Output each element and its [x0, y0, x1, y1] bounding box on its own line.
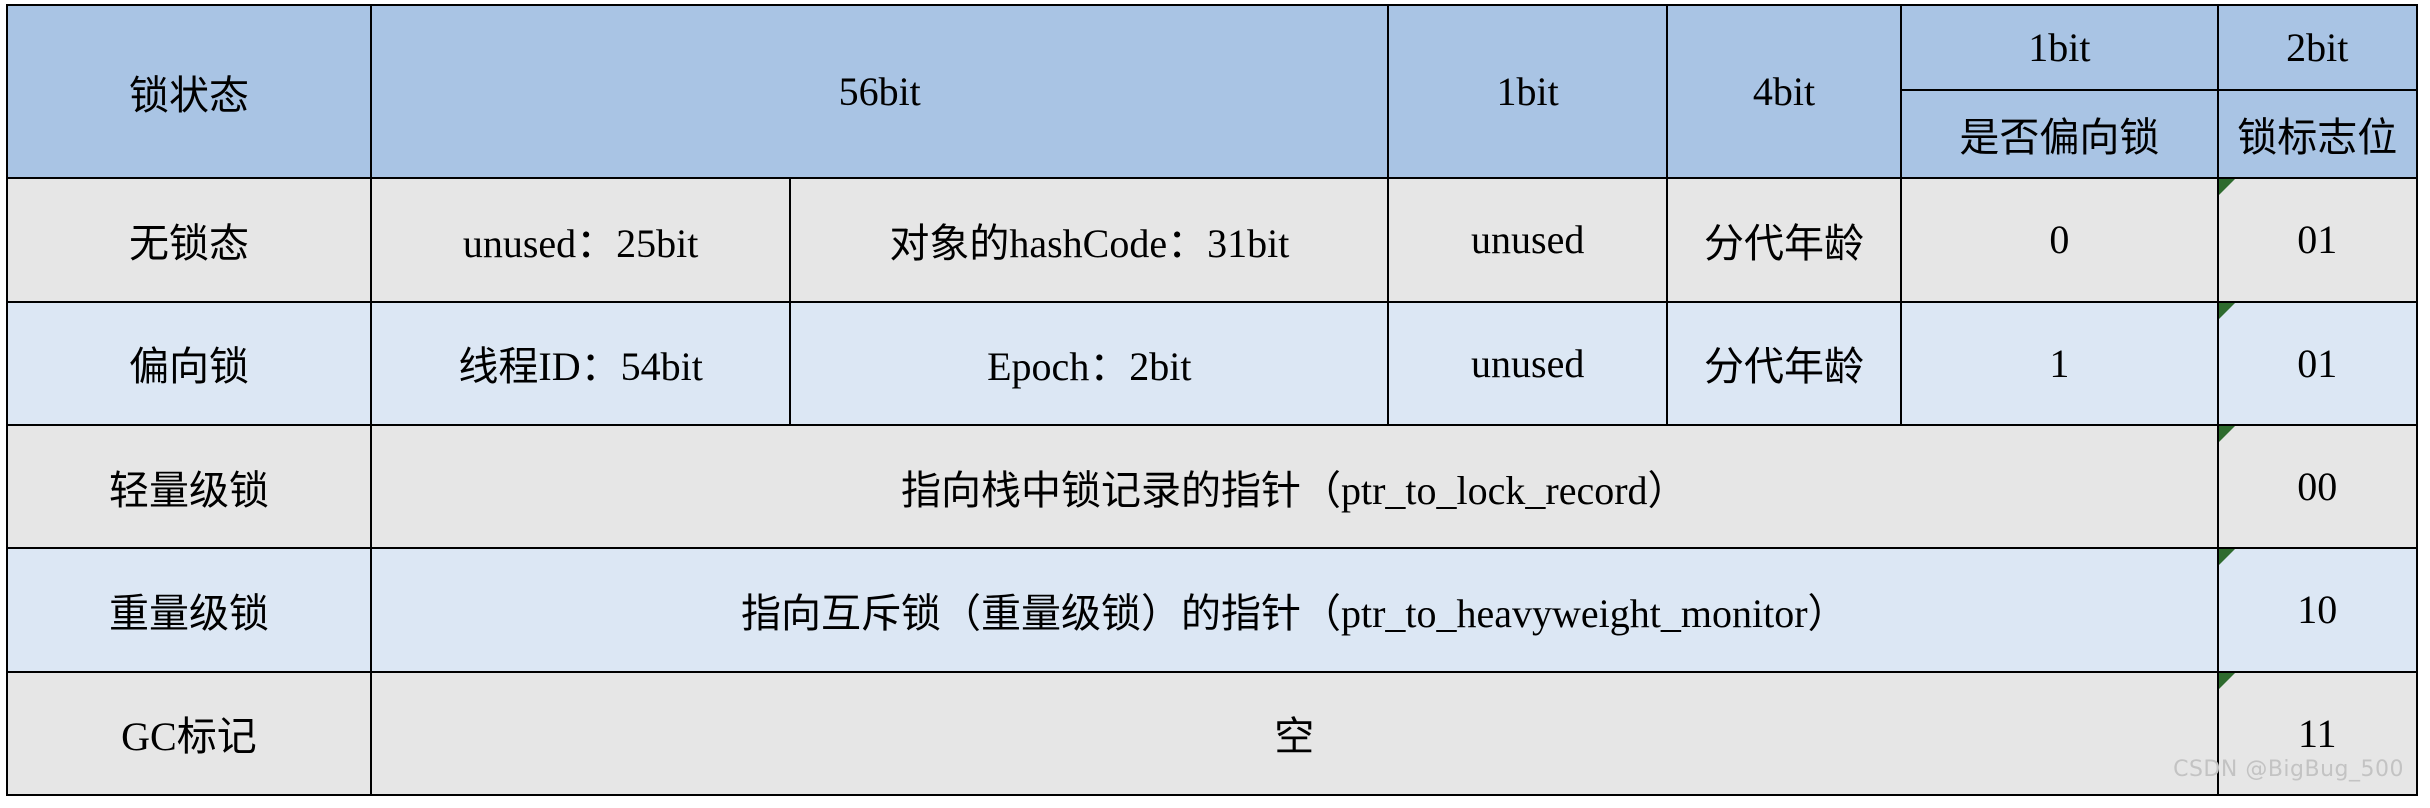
- spreadsheet-canvas: 锁状态 56bit 1bit 4bit 1bit 2bit 是否偏向锁 锁标志位…: [0, 3, 2430, 808]
- cell-is-biased: 0: [1900, 177, 2219, 303]
- comment-marker-icon: [2219, 550, 2235, 566]
- cell-lock-state: GC标记: [6, 670, 372, 797]
- header-cell-56bit: 56bit: [369, 3, 1390, 180]
- comment-marker-icon: [2219, 180, 2235, 196]
- cell-field-b: 对象的hashCode：31bit: [789, 177, 1390, 303]
- table-row: 重量级锁 指向互斥锁（重量级锁）的指针（ptr_to_heavyweight_m…: [6, 547, 2419, 673]
- header-cell-flag-bits: 2bit: [2216, 3, 2419, 92]
- comment-marker-icon: [2219, 426, 2235, 442]
- cell-lock-flag: 01: [2216, 300, 2419, 426]
- header-cell-biased-bits: 1bit: [1900, 3, 2219, 92]
- cell-lock-flag-value: 01: [2297, 217, 2338, 263]
- cell-lock-flag: 00: [2216, 423, 2419, 550]
- cell-lock-flag-value: 11: [2298, 710, 2337, 756]
- cell-lock-state: 轻量级锁: [6, 423, 372, 550]
- comment-marker-icon: [2219, 673, 2235, 689]
- cell-merged-description: 指向互斥锁（重量级锁）的指针（ptr_to_heavyweight_monito…: [369, 547, 2219, 673]
- cell-lock-flag-value: 00: [2297, 464, 2338, 510]
- header-cell-lock-state: 锁状态: [6, 3, 372, 180]
- csdn-watermark: CSDN @BigBug_500: [2173, 757, 2404, 782]
- header-cell-1bit: 1bit: [1387, 3, 1668, 180]
- cell-lock-flag: 10: [2216, 547, 2419, 673]
- header-cell-4bit: 4bit: [1665, 3, 1903, 180]
- cell-lock-flag-value: 10: [2297, 587, 2338, 633]
- table-row: GC标记 空 11: [6, 670, 2419, 797]
- cell-lock-state: 偏向锁: [6, 300, 372, 426]
- cell-one-bit: unused: [1387, 300, 1668, 426]
- table-row: 轻量级锁 指向栈中锁记录的指针（ptr_to_lock_record） 00: [6, 423, 2419, 550]
- header-cell-lock-flag: 锁标志位: [2216, 89, 2419, 180]
- cell-lock-flag: 01: [2216, 177, 2419, 303]
- object-header-lock-state-table: 锁状态 56bit 1bit 4bit 1bit 2bit 是否偏向锁 锁标志位…: [6, 3, 2419, 797]
- cell-field-a: 线程ID：54bit: [369, 300, 792, 426]
- cell-field-a: unused：25bit: [369, 177, 792, 303]
- cell-merged-description: 指向栈中锁记录的指针（ptr_to_lock_record）: [369, 423, 2219, 550]
- comment-marker-icon: [2219, 303, 2235, 319]
- cell-lock-flag-value: 01: [2297, 340, 2338, 386]
- table-row: 无锁态 unused：25bit 对象的hashCode：31bit unuse…: [6, 177, 2419, 303]
- cell-merged-description: 空: [369, 670, 2219, 797]
- table-header-row-primary: 锁状态 56bit 1bit 4bit 1bit 2bit: [6, 3, 2419, 180]
- cell-one-bit: unused: [1387, 177, 1668, 303]
- header-cell-is-biased-lock: 是否偏向锁: [1900, 89, 2219, 180]
- table-row: 偏向锁 线程ID：54bit Epoch：2bit unused 分代年龄 1 …: [6, 300, 2419, 426]
- cell-lock-state: 重量级锁: [6, 547, 372, 673]
- cell-four-bit: 分代年龄: [1665, 177, 1903, 303]
- cell-lock-flag: 11: [2216, 670, 2419, 797]
- cell-four-bit: 分代年龄: [1665, 300, 1903, 426]
- cell-is-biased: 1: [1900, 300, 2219, 426]
- cell-lock-state: 无锁态: [6, 177, 372, 303]
- table-header-row-secondary: 是否偏向锁 锁标志位: [7, 89, 2419, 180]
- cell-field-b: Epoch：2bit: [789, 300, 1390, 426]
